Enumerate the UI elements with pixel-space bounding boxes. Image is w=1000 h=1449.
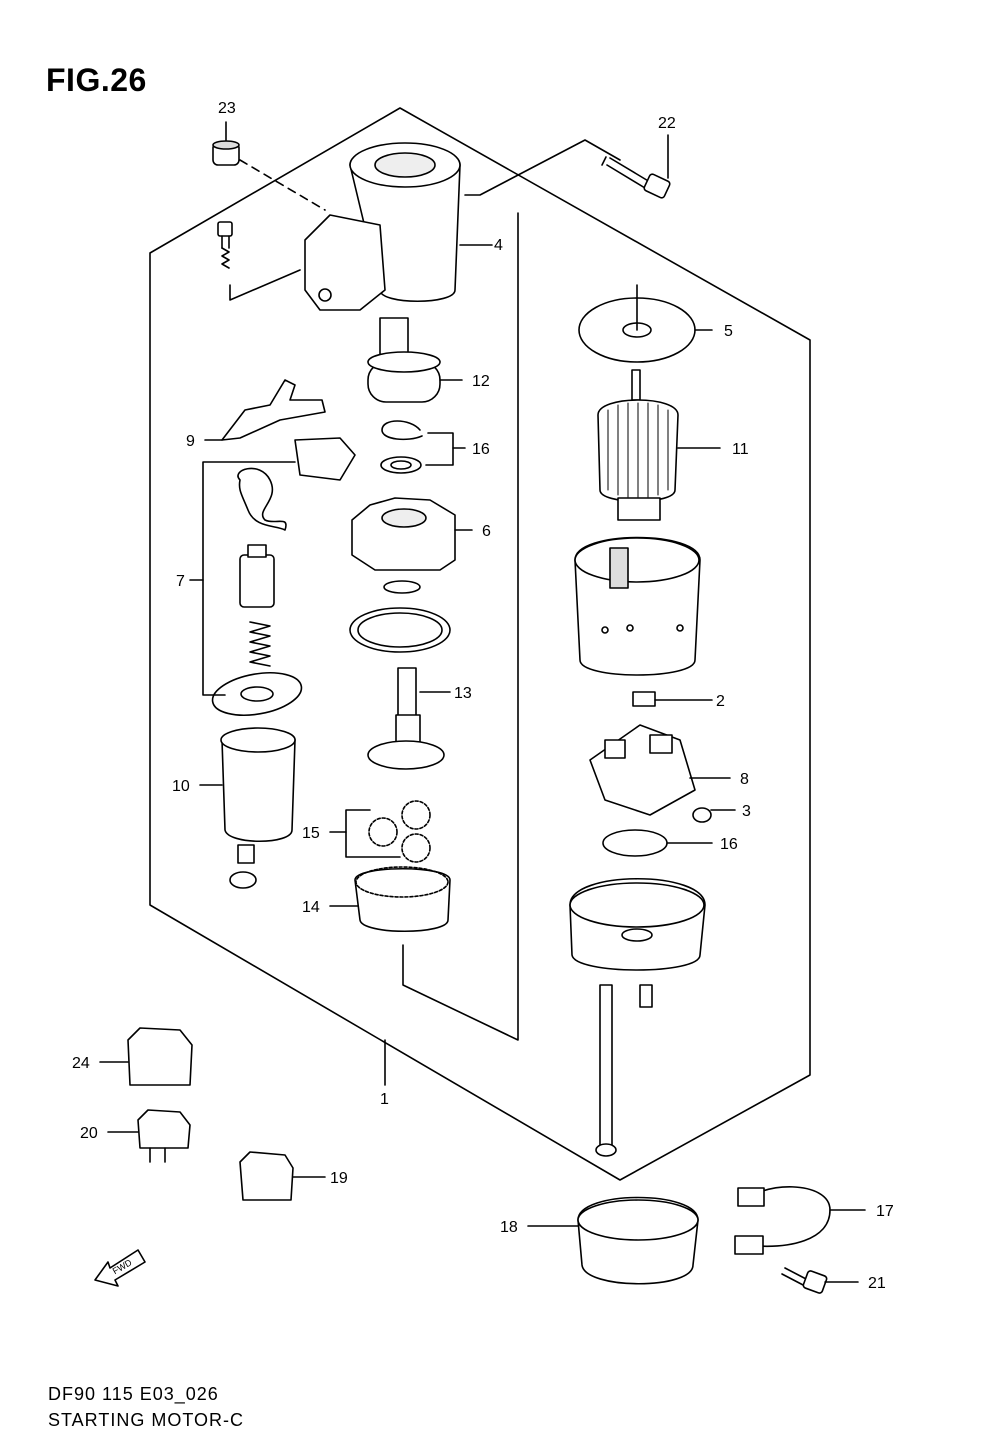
- part-23-sleeve: [212, 140, 326, 211]
- callout-8: 8: [740, 771, 749, 788]
- inner-bracket-outline: [402, 212, 519, 1041]
- part-2-brush-lead: [632, 691, 713, 707]
- mounting-bolt: [217, 221, 301, 301]
- part-16-snap-ring-washer: [380, 420, 466, 474]
- part-18-band: [527, 1196, 699, 1285]
- callout-13: 13: [454, 685, 472, 702]
- figure-name: STARTING MOTOR-C: [48, 1410, 244, 1430]
- callout-17: 17: [876, 1203, 894, 1220]
- part-13-shaft: [367, 667, 451, 770]
- callout-16-upper: 16: [472, 441, 490, 458]
- figure-code: DF90 115 E03_026: [48, 1384, 219, 1404]
- callout-3: 3: [742, 803, 751, 820]
- part-6-gear-holder: [351, 497, 473, 594]
- gasket-ring: [349, 607, 451, 653]
- part-10-solenoid: [199, 727, 296, 889]
- part-14-internal-gear: [329, 866, 451, 932]
- part-9-lever: [204, 379, 326, 441]
- part-24-relay: [99, 1027, 193, 1086]
- part-19-relay: [239, 1151, 326, 1201]
- bracket-link: [464, 139, 621, 196]
- part-7-plunger-kit: [189, 437, 356, 716]
- assembly-outline: [149, 107, 811, 1181]
- part-22-bolt: [601, 156, 671, 199]
- callout-7: 7: [176, 573, 185, 590]
- through-bolt: [595, 984, 653, 1157]
- figure-title: FIG.26: [46, 62, 147, 98]
- part-3-nut: [692, 807, 736, 823]
- callout-14: 14: [302, 899, 320, 916]
- callout-20: 20: [80, 1125, 98, 1142]
- callout-11: 11: [732, 441, 749, 458]
- callout-22: 22: [658, 115, 676, 132]
- part-21-bolt: [781, 1267, 859, 1294]
- part-11-armature: [597, 369, 721, 521]
- part-16-shim: [602, 829, 713, 857]
- callout-23: 23: [218, 100, 236, 117]
- callout-19: 19: [330, 1170, 348, 1187]
- callout-2: 2: [716, 693, 725, 710]
- part-4-housing: [304, 142, 493, 311]
- part-15-planet-gears: [329, 800, 431, 863]
- callout-21: 21: [868, 1275, 886, 1292]
- part-20-relay: [107, 1109, 191, 1163]
- fwd-arrow-icon: [94, 1249, 146, 1287]
- callout-12: 12: [472, 373, 490, 390]
- rear-bracket: [569, 878, 706, 971]
- callout-18-visible: 18: [500, 1219, 518, 1236]
- part-5-end-plate: [578, 284, 713, 363]
- callout-16-lower: 16: [720, 836, 738, 853]
- callout-15: 15: [302, 825, 320, 842]
- callout-10: 10: [172, 778, 190, 795]
- callout-4: 4: [494, 237, 503, 254]
- part-12-pinion: [367, 317, 463, 403]
- yoke: [574, 536, 701, 676]
- callout-24: 24: [72, 1055, 90, 1072]
- part-8-brush-holder: [589, 724, 731, 816]
- callout-6: 6: [482, 523, 491, 540]
- part-17-clamp: [734, 1186, 866, 1255]
- callout-5: 5: [724, 323, 733, 340]
- callout-1: 1: [380, 1091, 389, 1108]
- callout-9: 9: [186, 433, 195, 450]
